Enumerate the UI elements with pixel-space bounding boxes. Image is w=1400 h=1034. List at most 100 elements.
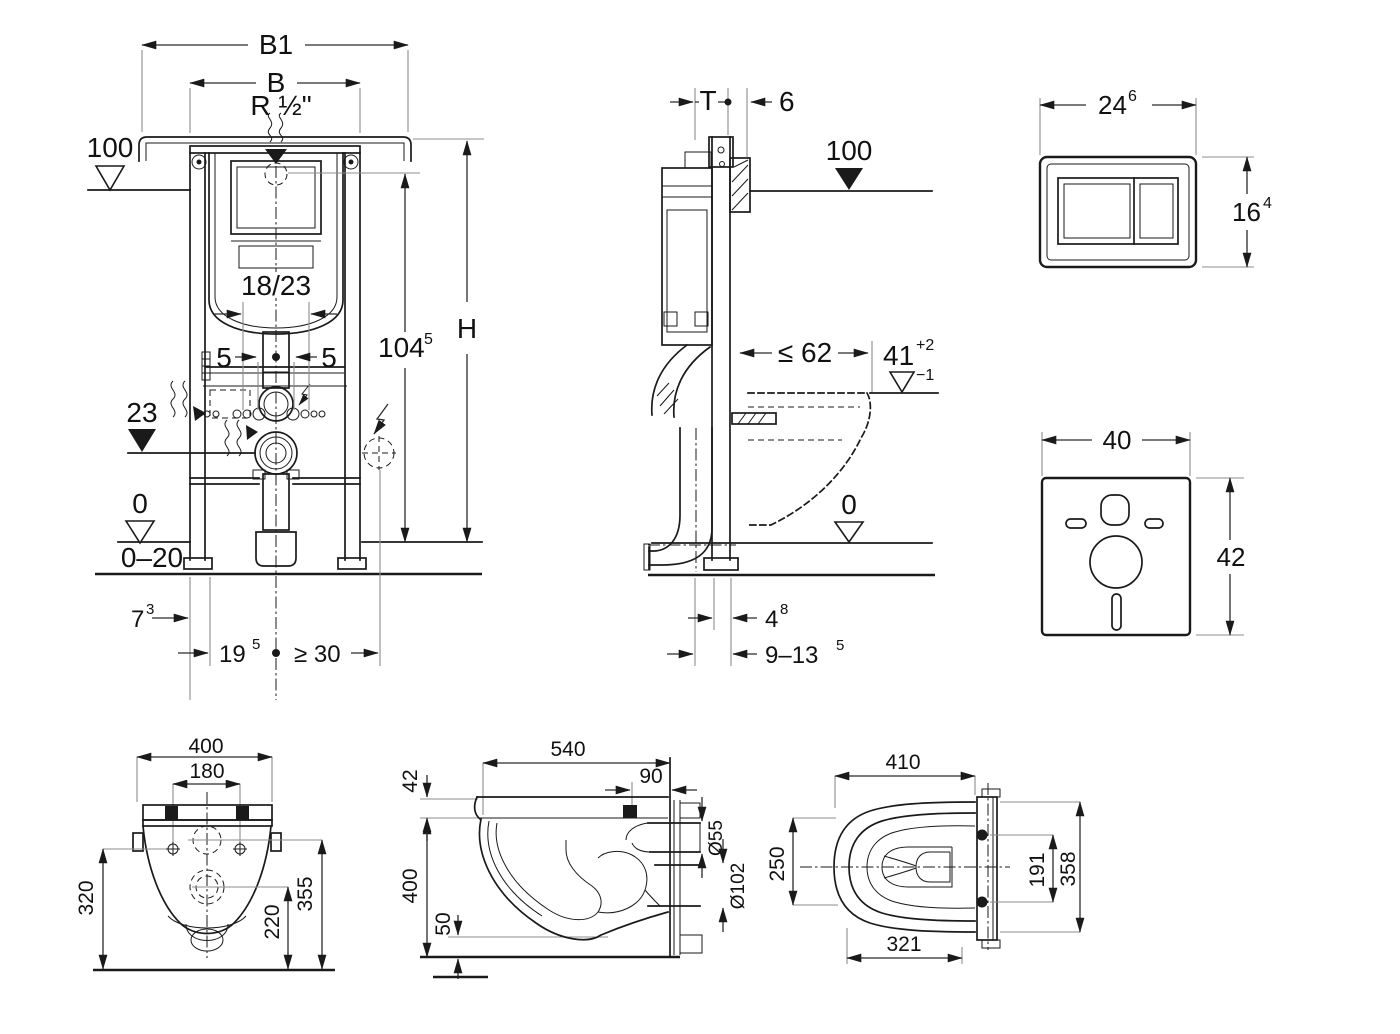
heat-source-icon-left — [170, 380, 206, 421]
dim-label-0-20: 0–20 — [121, 542, 183, 573]
dim-358: 358 — [1000, 801, 1085, 933]
dim-9-13-5: 9–13 5 — [667, 637, 844, 669]
pad-top-cutout — [1100, 494, 1130, 526]
dim-5-5: 5 5 — [216, 342, 337, 373]
flush-plate-view: 24 6 16 4 — [1038, 88, 1279, 269]
level-mark-100-front: 100 — [87, 132, 191, 192]
mounting-rod — [731, 412, 777, 425]
pad-slot-right — [1144, 518, 1164, 529]
dim-label-42-pad: 42 — [1217, 542, 1246, 572]
dim-180: 180 — [172, 760, 241, 789]
dim-label-180: 180 — [189, 760, 224, 783]
dim-7-3: 7 3 — [131, 601, 189, 633]
front-reference-lines — [141, 50, 484, 700]
dim-250: 250 — [766, 817, 838, 906]
wall-rail — [138, 136, 412, 162]
rear-bowl-drawing — [103, 792, 322, 958]
sound-pad — [1040, 476, 1192, 637]
dim-label-50: 50 — [432, 912, 455, 935]
dim-24-6: 24 6 — [1039, 88, 1197, 120]
floor-lines-front — [95, 541, 483, 576]
dim-label-355: 355 — [294, 876, 317, 911]
dim-h: H — [457, 140, 477, 543]
dim-label-42-side: 42 — [399, 769, 422, 792]
level-label-0-side: 0 — [841, 489, 857, 520]
dim-label-220: 220 — [261, 904, 284, 939]
dim-label-4: 4 — [765, 606, 778, 633]
side-installation-view: T 6 100 ≤ 62 41 +2 −1 0 4 8 9–13 5 — [643, 85, 939, 669]
floor-lines-side — [648, 542, 935, 577]
dim-42-pad: 42 — [1211, 477, 1251, 636]
dim-4-8: 4 8 — [688, 601, 788, 633]
bowl-rear-view: 400 180 320 220 355 — [75, 735, 335, 972]
level-label-23: 23 — [126, 397, 157, 428]
dim-19-5-and-30: 19 5 ≥ 30 — [178, 636, 379, 668]
dim-b: B — [189, 67, 361, 98]
dim-220: 220 — [261, 886, 293, 970]
dim-label-410: 410 — [885, 751, 920, 774]
pad-slot-left — [1065, 518, 1087, 529]
dim-label-b1: B1 — [259, 29, 293, 60]
dim-400-side: 400 — [399, 817, 432, 958]
heat-source-icon-lower — [224, 419, 258, 457]
mounting-frame — [183, 145, 367, 570]
dim-label-16: 16 — [1232, 197, 1261, 227]
dim-410: 410 — [834, 751, 976, 781]
dim-label-7: 7 — [131, 606, 144, 633]
dim-16-4: 16 4 — [1227, 156, 1279, 268]
dim-540: 540 — [482, 738, 671, 768]
sound-insulation-pad-view: 40 42 — [1040, 425, 1251, 637]
dim-label-18-23: 18/23 — [241, 270, 311, 301]
dim-320: 320 — [75, 848, 108, 970]
dim-40: 40 — [1041, 425, 1191, 455]
dim-label-5-right: 5 — [321, 342, 337, 373]
dim-label-90: 90 — [639, 765, 662, 788]
dim-label-540: 540 — [550, 738, 585, 761]
level-mark-0-front: 0 — [124, 488, 156, 545]
flush-plate — [1038, 155, 1198, 269]
dim-label-o55: Ø55 — [706, 820, 727, 856]
dim-o55: Ø55 — [697, 797, 727, 878]
flush-bend-side — [650, 343, 712, 418]
dim-400-rear: 400 — [136, 735, 273, 762]
pad-drain-cutout — [1089, 535, 1143, 589]
dim-label-400-rear: 400 — [188, 735, 223, 758]
dim-b1: B1 — [141, 29, 409, 60]
dim-6: 6 — [750, 86, 795, 117]
level-label-100: 100 — [87, 132, 134, 163]
dim-321: 321 — [846, 928, 963, 964]
dim-label-104: 104 — [378, 332, 425, 363]
level-label-0: 0 — [132, 488, 148, 519]
dim-label-104-sup: 5 — [424, 331, 433, 348]
drain-elbow-side — [643, 427, 736, 572]
dim-label-le-62: ≤ 62 — [778, 337, 832, 368]
dim-t: T — [670, 85, 732, 116]
dim-label-320: 320 — [75, 880, 98, 915]
dim-label-o102: Ø102 — [728, 863, 749, 909]
dim-label-16-sup: 4 — [1263, 195, 1272, 212]
dim-label-r-half: R ½" — [250, 90, 311, 121]
bowl-side-section-view: 540 42 400 50 90 — [399, 738, 749, 979]
flush-buttons-outline — [1057, 177, 1179, 245]
dim-label-6: 6 — [779, 86, 795, 117]
dim-label-19: 19 — [219, 641, 246, 668]
level-mark-41: 41 +2 −1 — [869, 337, 939, 394]
flush-plate-side — [729, 157, 751, 213]
level-mark-23: 23 — [126, 397, 256, 454]
dim-90: 90 — [605, 765, 697, 806]
dim-label-41-sup: +2 — [916, 337, 934, 354]
small-flush-button — [1139, 183, 1174, 239]
dim-label-19-sup: 5 — [252, 636, 260, 653]
level-mark-0-side: 0 — [833, 489, 865, 544]
dim-label-7-sup: 3 — [146, 601, 154, 618]
electric-connection-icon-small — [298, 383, 311, 406]
dim-label-250: 250 — [766, 846, 789, 881]
side-reference-lines — [694, 88, 873, 666]
dim-label-41-sub: −1 — [916, 367, 934, 384]
dim-label-4-sup: 8 — [780, 601, 788, 618]
dim-label-b: B — [267, 67, 286, 98]
dim-50: 50 — [432, 912, 608, 979]
dim-label-9-13: 9–13 — [765, 642, 818, 669]
